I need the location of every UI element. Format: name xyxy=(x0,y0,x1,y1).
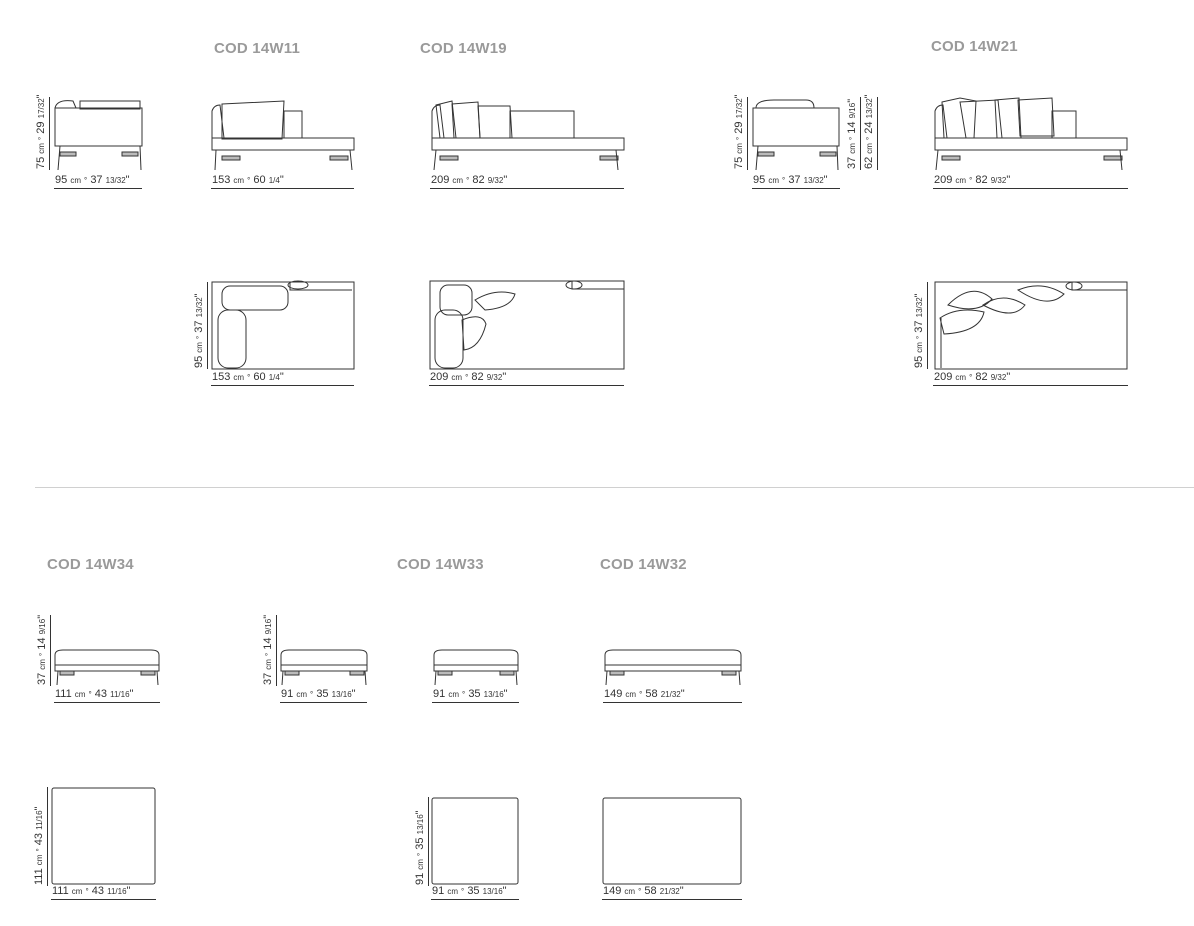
dim-back-height: 62 cm ° 24 13/32" xyxy=(863,94,878,170)
code-14w34: COD 14W34 xyxy=(47,556,134,573)
code-14w32: COD 14W32 xyxy=(600,556,687,573)
dim-armrest-width: 95 cm ° 37 13/32" xyxy=(54,174,142,189)
dim-14w11-plan-width: 153 cm ° 60 1/4" xyxy=(211,371,354,386)
dim-mid-width: 91 cm ° 35 13/16" xyxy=(280,688,367,703)
ottoman-14w34-front-view xyxy=(55,650,159,685)
code-14w21: COD 14W21 xyxy=(931,38,1018,55)
dim-14w33-plan-depth: 91 cm ° 35 13/16" xyxy=(414,797,429,886)
dim-14w32-plan-width: 149 cm ° 58 21/32" xyxy=(602,885,742,900)
dim-14w34-width: 111 cm ° 43 11/16" xyxy=(54,688,160,703)
dim-14w33-plan-width: 91 cm ° 35 13/16" xyxy=(431,885,519,900)
dim-armrest2-height: 75 cm ° 29 17/32" xyxy=(733,94,748,170)
dim-14w11-depth: 95 cm ° 37 13/32" xyxy=(193,282,208,369)
code-14w11: COD 14W11 xyxy=(214,40,300,57)
ottoman-mid-front-view xyxy=(281,650,367,685)
dim-armrest2-width: 95 cm ° 37 13/32" xyxy=(752,174,840,189)
chaise-14w11-front-view xyxy=(212,101,354,170)
dim-14w34-plan-width: 111 cm ° 43 11/16" xyxy=(51,885,156,900)
code-14w33: COD 14W33 xyxy=(397,556,484,573)
chaise-14w19-plan-view xyxy=(430,281,624,369)
armrest-front-view-1 xyxy=(55,101,142,170)
dim-mid-height: 37 cm ° 14 9/16" xyxy=(262,615,277,686)
dim-14w33-width: 91 cm ° 35 13/16" xyxy=(432,688,519,703)
chaise-14w21-plan-view xyxy=(935,282,1127,369)
dim-seat-height: 37 cm ° 14 9/16" xyxy=(846,97,861,170)
dim-14w11-width: 153 cm ° 60 1/4" xyxy=(211,174,354,189)
dim-14w32-width: 149 cm ° 58 21/32" xyxy=(603,688,742,703)
ottoman-14w34-plan-view xyxy=(52,788,155,884)
dim-14w21-plan-width: 209 cm ° 82 9/32" xyxy=(933,371,1128,386)
ottoman-14w32-plan-view xyxy=(603,798,741,884)
ottoman-14w33-plan-view xyxy=(432,798,518,884)
chaise-14w21-front-view xyxy=(935,98,1127,170)
ottoman-14w33-front-view xyxy=(434,650,518,685)
dim-14w19-plan-width: 209 cm ° 82 9/32" xyxy=(429,371,624,386)
ottoman-14w32-front-view xyxy=(605,650,741,685)
dim-armrest-height: 75 cm ° 29 17/32" xyxy=(35,94,50,170)
dim-14w21-depth: 95 cm ° 37 13/32" xyxy=(913,282,928,369)
section-divider xyxy=(35,487,1194,488)
armrest-front-view-2 xyxy=(753,100,839,170)
chaise-14w19-front-view xyxy=(432,101,624,170)
code-14w19: COD 14W19 xyxy=(420,40,507,57)
dim-14w21-width: 209 cm ° 82 9/32" xyxy=(933,174,1128,189)
chaise-14w11-plan-view xyxy=(212,281,354,369)
dim-14w34-plan-depth: 111 cm ° 43 11/16" xyxy=(33,787,48,886)
dim-14w19-width: 209 cm ° 82 9/32" xyxy=(430,174,624,189)
dim-14w34-height: 37 cm ° 14 9/16" xyxy=(36,615,51,686)
